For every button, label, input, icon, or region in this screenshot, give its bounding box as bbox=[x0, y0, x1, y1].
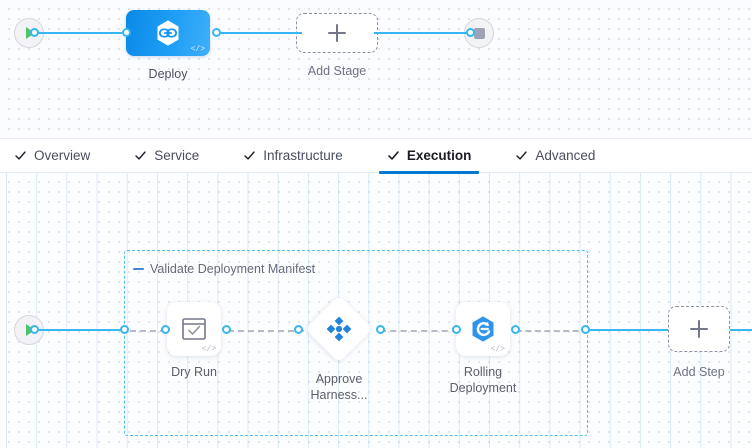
dryrun-input-port[interactable] bbox=[161, 325, 170, 334]
add-step-node[interactable]: Add Step bbox=[668, 306, 730, 379]
tab-label: Advanced bbox=[535, 148, 596, 163]
stage-config-tabbar[interactable]: Overview Service Infrastructure Executio… bbox=[0, 138, 752, 174]
connector-start-to-deploy bbox=[34, 32, 128, 34]
tab-execution[interactable]: Execution bbox=[378, 138, 479, 174]
tab-label: Execution bbox=[406, 148, 472, 163]
tab-infrastructure[interactable]: Infrastructure bbox=[243, 138, 343, 173]
connector-rolling-to-groupend bbox=[516, 330, 588, 332]
rolling-deployment-hexagon-icon bbox=[472, 316, 494, 342]
plus-icon bbox=[690, 320, 708, 338]
add-step-button[interactable] bbox=[668, 306, 730, 352]
approve-diamond-box[interactable] bbox=[305, 295, 373, 363]
deploy-output-port[interactable] bbox=[212, 28, 221, 37]
dry-run-terminal-icon bbox=[182, 318, 206, 340]
step-group-header[interactable]: Validate Deployment Manifest bbox=[133, 262, 315, 276]
tab-label: Overview bbox=[34, 148, 91, 163]
stage-code-badge: </> bbox=[190, 45, 205, 54]
step-label-rolling-deployment: Rolling Deployment bbox=[449, 365, 517, 395]
stage-canvas[interactable]: </> Deploy Add Stage bbox=[0, 0, 752, 138]
check-icon bbox=[244, 151, 255, 160]
dry-run-box[interactable]: </> bbox=[167, 302, 221, 356]
connector-addstage-to-end bbox=[374, 32, 470, 34]
stage-deploy-box[interactable]: </> bbox=[126, 10, 210, 56]
connector-group-to-addstep bbox=[588, 329, 668, 331]
step-code-badge: </> bbox=[490, 345, 505, 354]
step-group-output-port[interactable] bbox=[581, 325, 590, 334]
add-stage-button[interactable] bbox=[296, 13, 378, 53]
tab-label: Service bbox=[154, 148, 200, 163]
add-stage-label: Add Stage bbox=[307, 64, 367, 78]
stop-icon bbox=[473, 27, 485, 39]
step-code-badge: </> bbox=[201, 345, 216, 354]
connector-start-to-group bbox=[34, 329, 128, 331]
end-node-port[interactable] bbox=[466, 28, 475, 37]
harness-approval-icon bbox=[326, 316, 352, 342]
connector-dryrun-to-approve bbox=[228, 330, 304, 332]
add-stage-node[interactable]: Add Stage bbox=[296, 13, 378, 78]
connector-addstep-outgoing bbox=[730, 329, 752, 331]
harness-deploy-hexagon-icon bbox=[157, 20, 179, 46]
execution-canvas[interactable]: Validate Deployment Manifest bbox=[0, 173, 752, 448]
connector-approve-to-rolling bbox=[380, 330, 458, 332]
approve-input-port[interactable] bbox=[294, 325, 303, 334]
tab-service[interactable]: Service bbox=[134, 138, 199, 173]
plus-icon bbox=[328, 24, 346, 42]
step-group-validate-deployment-manifest[interactable] bbox=[124, 250, 588, 436]
minus-icon[interactable] bbox=[133, 268, 144, 270]
check-icon bbox=[388, 151, 399, 160]
approve-output-port[interactable] bbox=[376, 325, 385, 334]
step-node-approve-harness[interactable]: Approve Harness... bbox=[305, 295, 373, 402]
step-node-dry-run[interactable]: </> Dry Run bbox=[167, 302, 221, 379]
step-group-input-port[interactable] bbox=[120, 325, 129, 334]
step-label-approve-harness: Approve Harness... bbox=[310, 372, 368, 402]
rolling-output-port[interactable] bbox=[511, 325, 520, 334]
dryrun-output-port[interactable] bbox=[222, 325, 231, 334]
connector-deploy-to-addstage bbox=[216, 32, 302, 34]
rolling-input-port[interactable] bbox=[452, 325, 461, 334]
step-label-dry-run: Dry Run bbox=[171, 365, 217, 379]
rolling-deployment-box[interactable]: </> bbox=[456, 302, 510, 356]
execution-start-port[interactable] bbox=[30, 325, 39, 334]
tab-overview[interactable]: Overview bbox=[14, 138, 90, 173]
add-step-label: Add Step bbox=[673, 365, 725, 379]
check-icon bbox=[516, 151, 528, 160]
deploy-input-port[interactable] bbox=[122, 28, 131, 37]
check-icon bbox=[15, 151, 26, 160]
tab-advanced[interactable]: Advanced bbox=[515, 138, 595, 173]
tab-label: Infrastructure bbox=[263, 148, 343, 163]
end-node-circle bbox=[464, 18, 494, 48]
step-node-rolling-deployment[interactable]: </> Rolling Deployment bbox=[450, 302, 516, 395]
step-group-title: Validate Deployment Manifest bbox=[150, 262, 316, 276]
stage-label-deploy: Deploy bbox=[148, 67, 188, 81]
stage-node-deploy[interactable]: </> Deploy bbox=[126, 10, 210, 81]
check-icon bbox=[135, 151, 146, 160]
start-node-port[interactable] bbox=[30, 28, 39, 37]
